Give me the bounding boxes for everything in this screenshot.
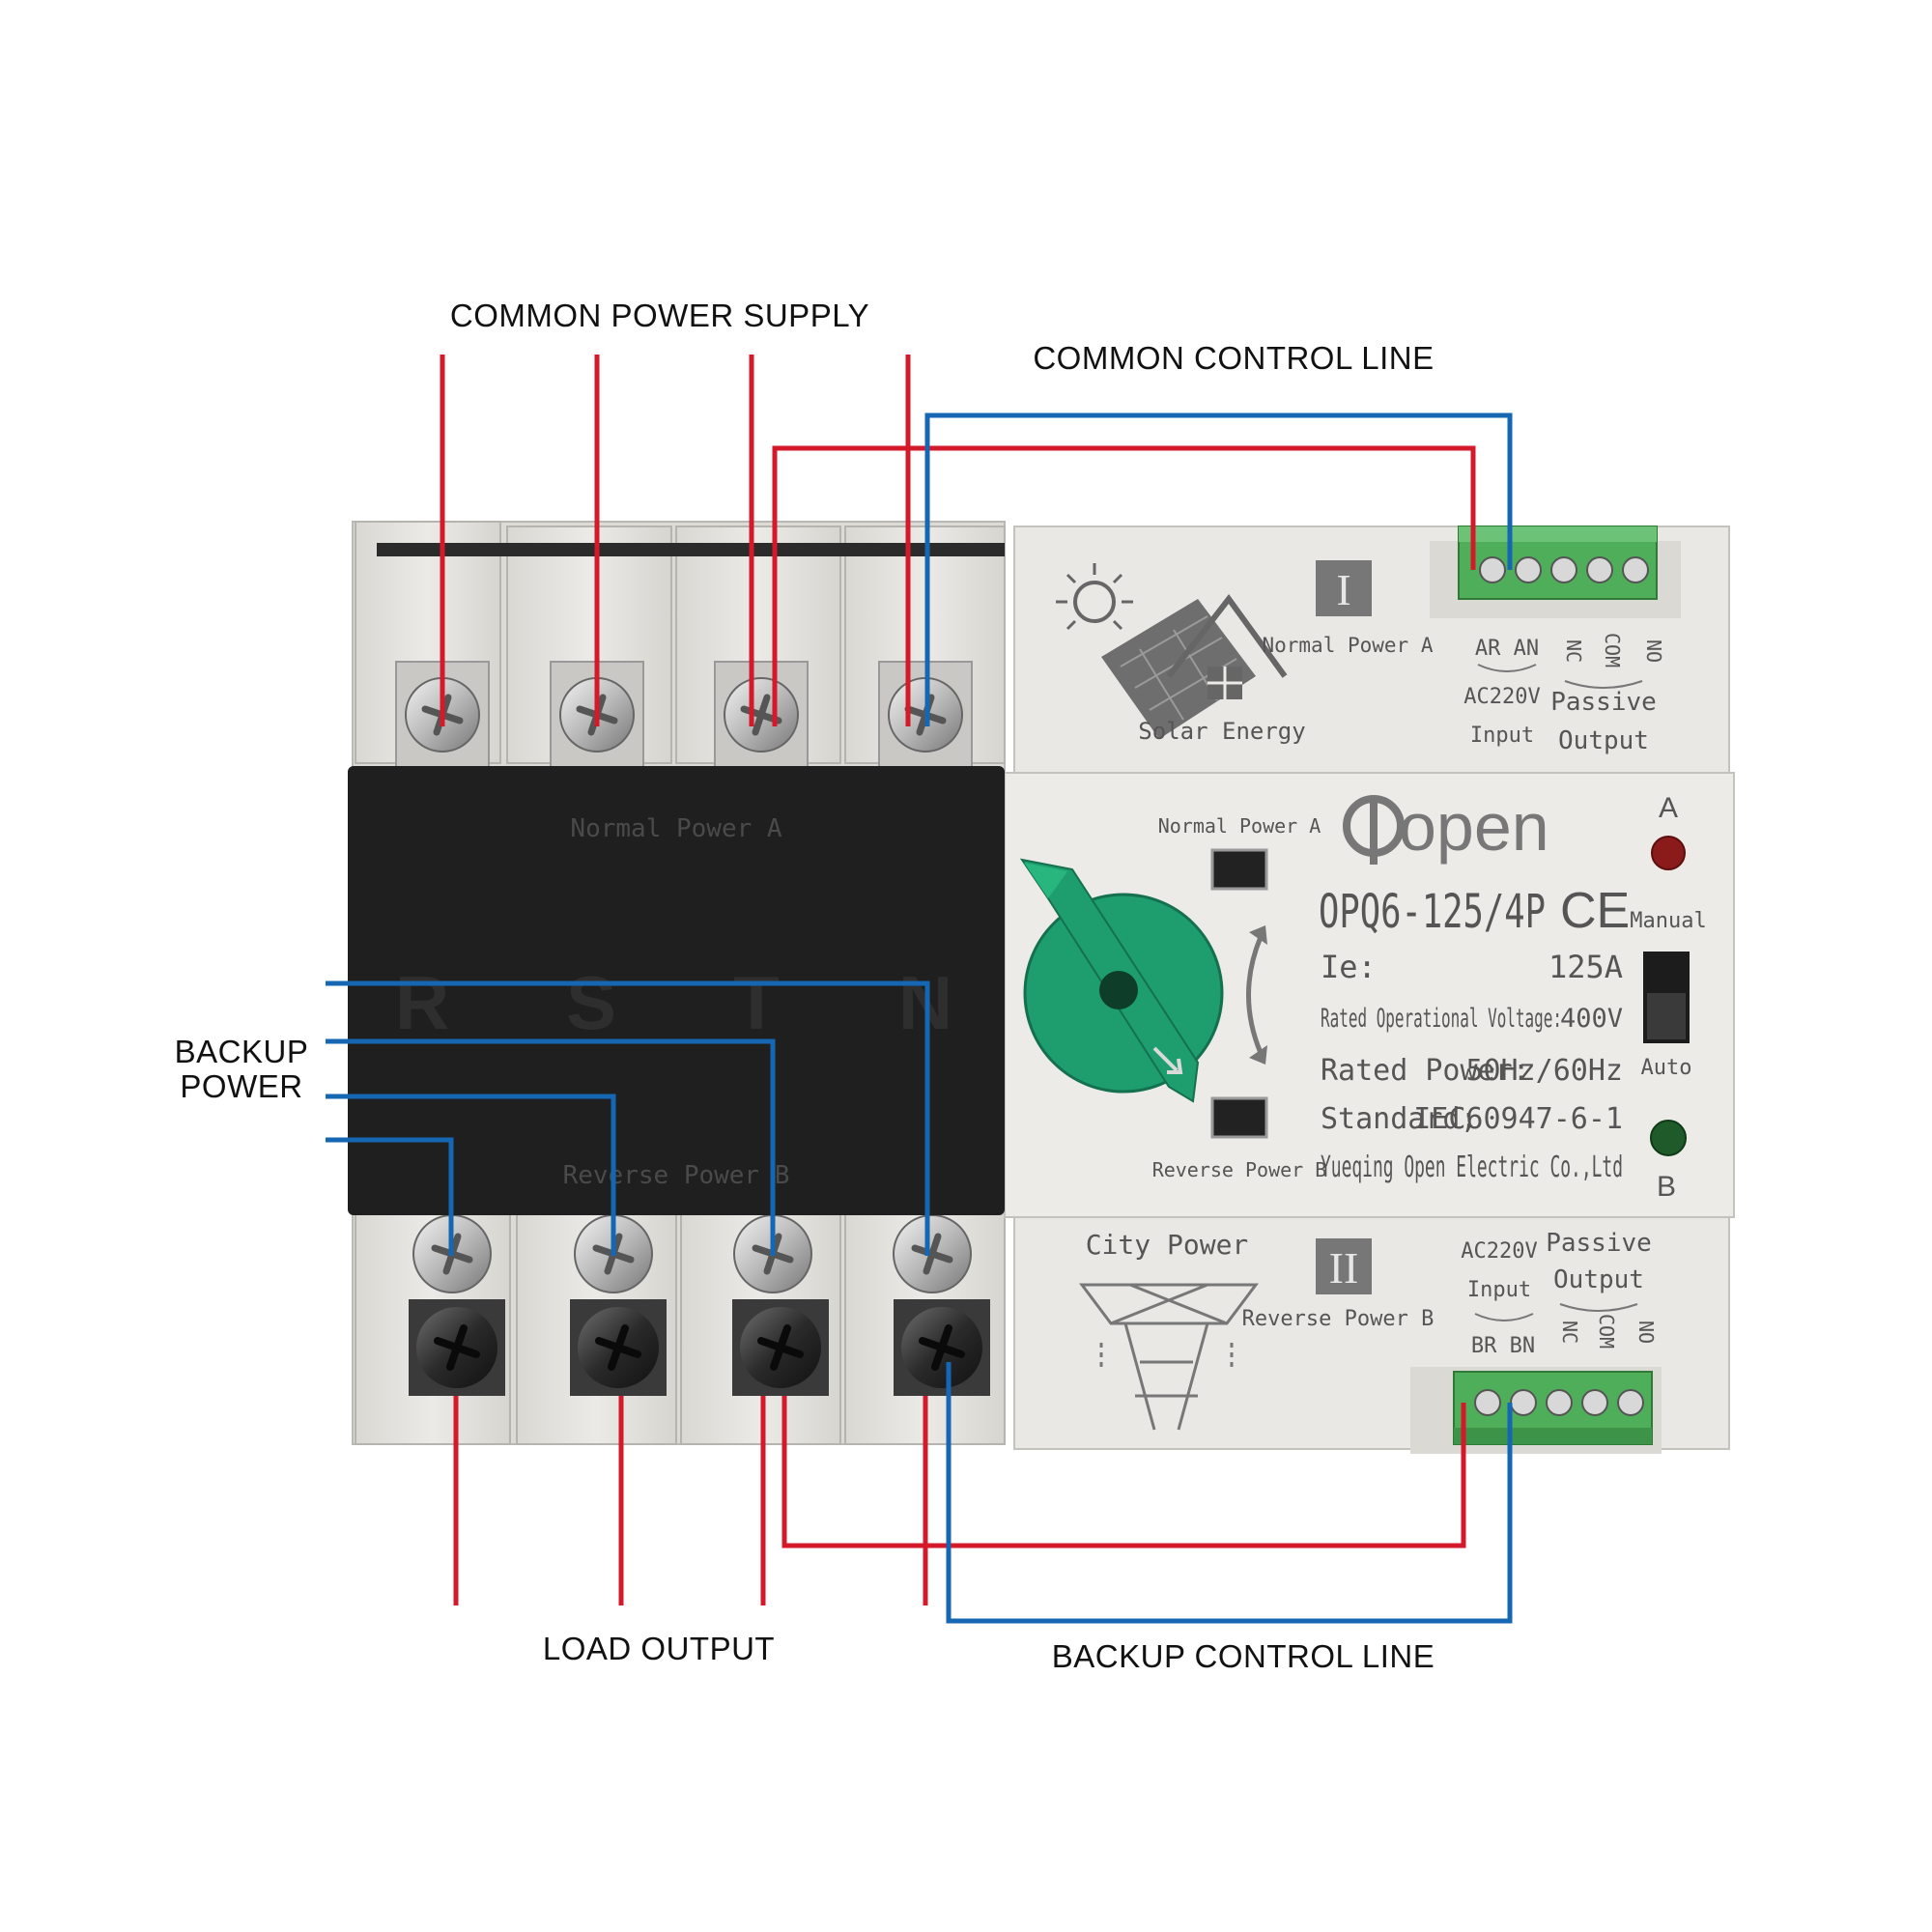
bottom-screws-upper (412, 1214, 972, 1293)
manual-label: Manual (1630, 909, 1706, 933)
manufacturer: Yueqing Open Electric Co.,Ltd (1321, 1151, 1623, 1184)
led-b (1650, 1120, 1687, 1156)
top-ac-input-1: AC220V (1463, 685, 1540, 709)
brand-name: open (1399, 789, 1549, 865)
ce-mark: CE (1560, 883, 1630, 939)
backup-control-wires (781, 1362, 1513, 1624)
top-com: COM (1601, 633, 1624, 668)
label-common-control-line: COMMON CONTROL LINE (1033, 340, 1434, 376)
screw-icon (732, 1299, 829, 1396)
bottom-roman-badge (1316, 1238, 1372, 1294)
bottom-ac-input-2: Input (1467, 1278, 1531, 1302)
switch-top-label: Normal Power A (1158, 814, 1321, 838)
common-control-wires (772, 412, 1513, 726)
top-no: NO (1642, 639, 1665, 663)
power-tower-icon (1079, 1283, 1259, 1431)
indicator-a-label: A (1659, 792, 1678, 824)
top-roman-numeral: I (1336, 565, 1350, 614)
common-power-supply-wires (440, 355, 911, 726)
label-backup-power-2: POWER (180, 1068, 302, 1104)
bottom-nc: NC (1558, 1321, 1581, 1344)
bottom-ac-input-1: AC220V (1461, 1239, 1537, 1264)
window-b (1210, 1096, 1268, 1139)
bottom-module-title: Reverse Power B (1242, 1307, 1435, 1331)
bottom-icon-caption: City Power (1086, 1229, 1249, 1261)
brand-logo: open (1343, 789, 1549, 865)
power-label: Rated Power: (1321, 1054, 1530, 1088)
screw-icon (714, 661, 809, 769)
phase-label-r: R (395, 960, 449, 1045)
indicator-b-label: B (1657, 1171, 1676, 1203)
top-passive-1: Passive (1550, 688, 1657, 717)
bottom-no: NO (1634, 1321, 1658, 1344)
bottom-terminal-block (1453, 1371, 1653, 1445)
window-a (1210, 848, 1268, 891)
top-terminal-block (1458, 526, 1658, 600)
screw-icon (409, 1299, 505, 1396)
bottom-roman-numeral: II (1329, 1243, 1359, 1293)
voltage-label: Rated Operational Voltage: (1321, 1004, 1562, 1034)
front-plate-graphics: Normal Power A Reverse Power B open OPQ6… (1019, 789, 1707, 1203)
top-roman-badge (1316, 560, 1372, 616)
screw-icon (570, 1299, 667, 1396)
phase-label-s: S (566, 960, 616, 1045)
bottom-screws-lower (409, 1299, 990, 1396)
rotate-arrow-icon (1246, 925, 1267, 1065)
bottom-com: COM (1595, 1314, 1618, 1349)
ie-value: 125A (1548, 949, 1623, 985)
top-module-graphics: Solar Energy I Normal Power A AR AN AC22… (1056, 526, 1665, 755)
led-a (1651, 836, 1686, 870)
rotary-knob-icon[interactable] (1019, 858, 1224, 1103)
bottom-module-graphics: City Power II Reverse Power B AC220V Inp… (1079, 1229, 1658, 1445)
model-number: OPQ6-125/4P (1319, 885, 1546, 939)
switch-bottom-label: Reverse Power B (1152, 1158, 1327, 1181)
terminal-br-bn: BR BN (1471, 1334, 1535, 1358)
standard-value: IEC60947-6-1 (1413, 1102, 1623, 1136)
label-backup-control-line: BACKUP CONTROL LINE (1052, 1638, 1435, 1674)
load-output-wires (453, 1396, 928, 1605)
house-icon (1166, 593, 1288, 699)
top-icon-caption: Solar Energy (1138, 718, 1305, 745)
screw-icon (893, 1214, 972, 1293)
cover-top-text: Normal Power A (570, 814, 781, 843)
label-load-output: LOAD OUTPUT (543, 1631, 775, 1666)
terminal-ar-an: AR AN (1475, 637, 1539, 661)
top-nc: NC (1562, 639, 1585, 663)
power-value: 50Hz/60Hz (1465, 1054, 1623, 1088)
bottom-passive-1: Passive (1546, 1229, 1652, 1258)
screw-icon (894, 1299, 990, 1396)
label-backup-power-1: BACKUP (175, 1034, 309, 1069)
top-passive-2: Output (1558, 726, 1649, 755)
ie-label: Ie: (1321, 949, 1377, 985)
cover-bottom-text: Reverse Power B (563, 1161, 790, 1190)
phase-label-t: T (733, 960, 780, 1045)
sun-icon (1056, 563, 1133, 631)
top-ac-input-2: Input (1470, 724, 1534, 748)
voltage-value: 400V (1560, 1004, 1623, 1034)
black-cover: Normal Power A Reverse Power B R S T N (348, 766, 1005, 1215)
auto-label: Auto (1641, 1056, 1692, 1080)
backup-power-wires (326, 980, 930, 1256)
bottom-passive-2: Output (1553, 1265, 1644, 1294)
top-pole-housings (355, 521, 1006, 764)
standard-label: Standard; (1321, 1102, 1478, 1136)
top-module-title: Normal Power A (1262, 634, 1433, 657)
label-common-power-supply: COMMON POWER SUPPLY (450, 298, 869, 333)
